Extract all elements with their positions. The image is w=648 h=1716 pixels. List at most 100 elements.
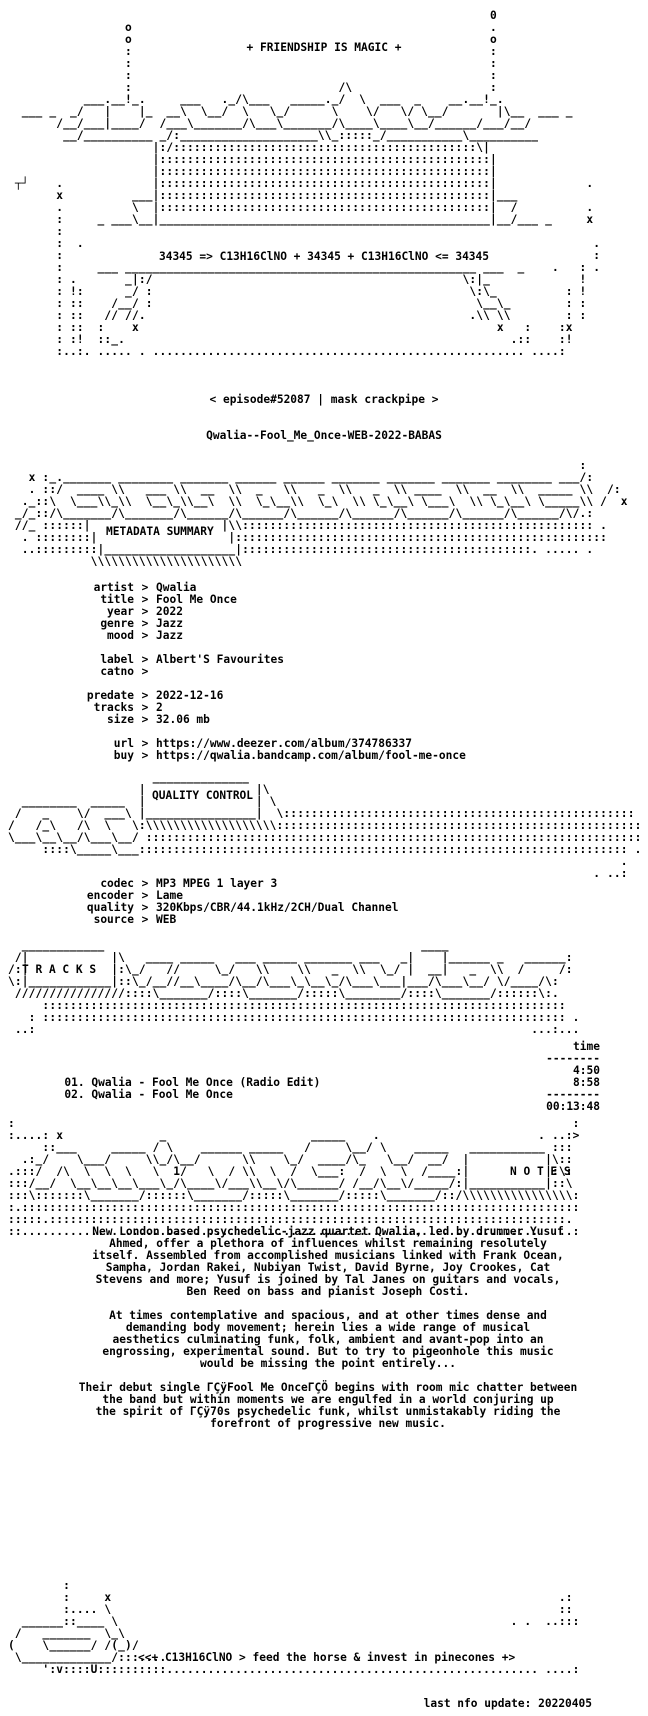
field-value: Albert'S Favourites bbox=[156, 653, 284, 666]
field-separator: > bbox=[141, 581, 149, 594]
metadata-row: predate >2022-12-16 bbox=[56, 690, 466, 702]
metadata-row: encoder > Lame bbox=[56, 890, 398, 902]
notes-paragraph: New London based psychedelic-jazz quarte… bbox=[92, 1225, 564, 1298]
metadata-row: title > Fool Me Once bbox=[56, 594, 466, 606]
field-separator: > bbox=[141, 901, 149, 914]
field-key: predate bbox=[86, 689, 134, 702]
field-value: Lame bbox=[156, 889, 183, 902]
field-separator: > bbox=[141, 665, 149, 678]
metadata-row: year >2022 bbox=[56, 606, 466, 618]
total-rule-row: -------- bbox=[24, 1089, 600, 1101]
metadata-row: quality >320Kbps/CBR/44.1kHz/2CH/Dual Cha… bbox=[56, 901, 399, 914]
field-separator: > bbox=[141, 889, 149, 902]
last-update: last nfo update: 20220405 bbox=[423, 1697, 592, 1710]
field-key: genre bbox=[100, 617, 134, 630]
field-separator: > bbox=[141, 713, 149, 726]
field-key: size bbox=[107, 713, 134, 726]
metadata-row: artist > Qwalia bbox=[56, 582, 466, 594]
field-separator: > bbox=[141, 593, 149, 606]
banner-text: + FRIENDSHIP IS MAGIC + bbox=[246, 41, 402, 54]
track-label: 01. Qwalia - Fool Me Once (Radio Edit) bbox=[64, 1076, 321, 1089]
notes-ascii-art: : : :....: x _ _____ . . ..:> ::___ ____… bbox=[8, 1117, 580, 1238]
field-key: encoder bbox=[86, 889, 134, 902]
field-value: Jazz bbox=[156, 617, 183, 630]
metadata-row: size >32.06 mb bbox=[56, 714, 466, 726]
time-rule-row: -------- bbox=[24, 1053, 600, 1065]
field-value: 320Kbps/CBR/44.1kHz/2CH/Dual Channel bbox=[156, 901, 399, 914]
field-separator: > bbox=[141, 877, 149, 890]
metadata-row: url > https://www.deezer.com/album/3747863… bbox=[56, 738, 466, 750]
episode-line: < episode#52087 | mask crackpipe > bbox=[209, 393, 439, 406]
metadata-row: codec > MP3 MPEG 1 layer 3 bbox=[56, 878, 398, 890]
metadata-row: mood > Jazz bbox=[56, 630, 466, 642]
field-key: quality bbox=[86, 901, 134, 914]
field-value: WEB bbox=[156, 913, 177, 926]
field-key: url bbox=[113, 737, 134, 750]
footer-ascii-art: : : x .: :.... \ :: ______::____ \ bbox=[8, 1579, 580, 1676]
formula-line: 34345 => C13H16ClNO + 34345 + C13H16ClNO… bbox=[158, 250, 490, 263]
metadata-table: artist > Qwalia title > Fool Me Once year >2022… bbox=[56, 582, 466, 762]
metadata-row: label > Albert'S Favourites bbox=[56, 654, 466, 666]
metadata-row: catno > bbox=[56, 666, 466, 678]
time-rule: -------- bbox=[546, 1052, 600, 1065]
field-key: mood bbox=[107, 629, 134, 642]
track-label: 02. Qwalia - Fool Me Once bbox=[64, 1088, 233, 1101]
field-value: Fool Me Once bbox=[156, 593, 237, 606]
time-header-row: time bbox=[24, 1041, 600, 1053]
track-time: 4:50 bbox=[573, 1064, 600, 1077]
field-value: 2022-12-16 bbox=[156, 689, 224, 702]
field-separator: > bbox=[141, 617, 149, 630]
field-key: year bbox=[107, 605, 134, 618]
notes-section-title: N O T E S bbox=[510, 1165, 571, 1178]
metadata-row: buy > https://qwalia.bandcamp.com/album/fo… bbox=[56, 750, 466, 762]
tracklist: time -------- 01. Qwalia - Fool Me Once … bbox=[24, 1041, 600, 1113]
field-key: catno bbox=[100, 665, 134, 678]
footer-tagline: <<+ C13H16ClNO > feed the horse & invest… bbox=[138, 1651, 516, 1664]
quality-ascii-art: ______________ | |\ ________ _____ | | \… bbox=[8, 771, 642, 880]
metadata-row: genre > Jazz bbox=[56, 618, 466, 630]
track-time: 8:58 bbox=[573, 1076, 600, 1089]
field-key: artist bbox=[93, 581, 134, 594]
release-name: Qwalia--Fool_Me_Once-WEB-2022-BABAS bbox=[206, 429, 442, 442]
field-value: https://qwalia.bandcamp.com/album/fool-m… bbox=[156, 749, 466, 762]
field-key: codec bbox=[100, 877, 134, 890]
notes-paragraph: Their debut single ΓÇÿFool Me OnceΓÇÖ be… bbox=[78, 1381, 578, 1430]
field-value: 32.06 mb bbox=[156, 713, 210, 726]
header-ascii-art: 0 o . o o : bbox=[14, 9, 601, 358]
field-key: buy bbox=[113, 749, 134, 762]
field-separator: > bbox=[141, 913, 149, 926]
field-value: Qwalia bbox=[156, 581, 197, 594]
field-separator: > bbox=[141, 737, 149, 750]
field-value: Jazz bbox=[156, 629, 183, 642]
track-row: 01. Qwalia - Fool Me Once (Radio Edit) 4… bbox=[24, 1064, 600, 1089]
field-separator: > bbox=[141, 701, 149, 714]
field-key: source bbox=[93, 913, 134, 926]
tracks-ascii-art: ____________ ____ /| |\ ____ _____ ___ _… bbox=[8, 939, 580, 1036]
track-row: 02. Qwalia - Fool Me Once 8:58 bbox=[24, 1076, 600, 1101]
field-value: MP3 MPEG 1 layer 3 bbox=[156, 877, 278, 890]
notes-paragraph: At times contemplative and spacious, and… bbox=[102, 1309, 554, 1370]
field-value: https://www.deezer.com/album/374786337 bbox=[156, 737, 412, 750]
metadata-row: source > WEB bbox=[56, 914, 398, 926]
field-value: 2 bbox=[156, 701, 163, 714]
field-key: tracks bbox=[93, 701, 134, 714]
field-key: title bbox=[100, 593, 134, 606]
metadata-ascii-art: : x :_._______ ________ _______ ______ _… bbox=[14, 459, 628, 568]
field-separator: > bbox=[141, 653, 149, 666]
total-time: 00:13:48 bbox=[546, 1100, 600, 1113]
quality-section-title: QUALITY CONTROL bbox=[152, 789, 254, 802]
field-separator: > bbox=[141, 689, 149, 702]
time-header: time bbox=[573, 1040, 600, 1053]
field-separator: > bbox=[141, 629, 149, 642]
metadata-row: tracks >2 bbox=[56, 702, 466, 714]
field-key: label bbox=[100, 653, 134, 666]
total-row: 00:13:48 bbox=[24, 1101, 600, 1113]
metadata-section-title: METADATA SUMMARY bbox=[106, 525, 214, 538]
tracks-section-title: T R A C K S bbox=[22, 963, 97, 976]
field-separator: > bbox=[141, 749, 149, 762]
total-rule: -------- bbox=[546, 1088, 600, 1101]
field-separator: > bbox=[141, 605, 149, 618]
field-value: 2022 bbox=[156, 605, 183, 618]
